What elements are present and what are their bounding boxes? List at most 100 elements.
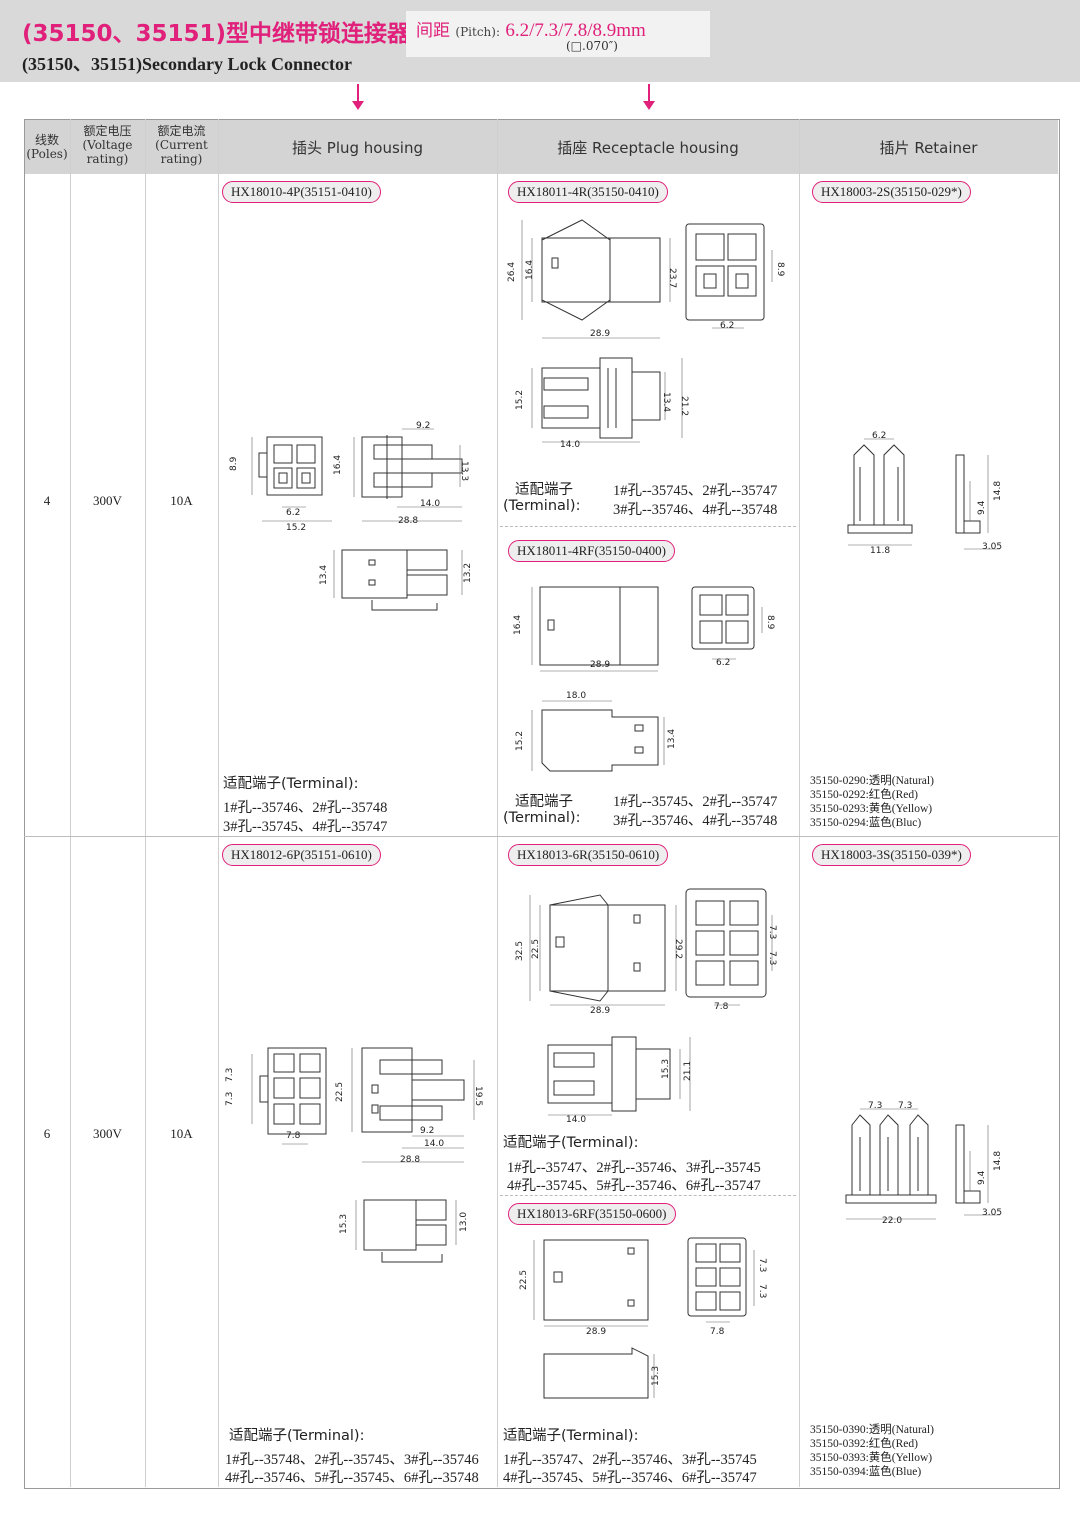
terminal-line: 3#孔--35746、4#孔--35748 bbox=[613, 502, 778, 518]
retainer-2s-drawing: 6.2 9.4 14.8 11.8 3.05 bbox=[847, 431, 1003, 556]
dim-label: 14.0 bbox=[424, 1139, 444, 1149]
terminal-line: 1#孔--35745、2#孔--35747 bbox=[613, 483, 778, 499]
terminal-subtitle: (Terminal): bbox=[503, 810, 581, 826]
terminal-line: 3#孔--35745、4#孔--35747 bbox=[223, 819, 388, 835]
plug-4p-drawing: 9.2 8.9 16.4 13.3 6.2 14.0 15.2 28.8 13.… bbox=[229, 421, 473, 611]
terminal-line: 1#孔--35748、2#孔--35745、3#孔--35746 bbox=[225, 1452, 479, 1468]
col-header-poles: 线数(Poles) bbox=[26, 133, 68, 161]
color-option: 35150-0293:黄色(Yellow) bbox=[810, 803, 933, 815]
terminal-line: 4#孔--35746、5#孔--35745、6#孔--35748 bbox=[225, 1470, 479, 1486]
color-option: 35150-0294:蓝色(Bluc) bbox=[810, 817, 922, 829]
dim-label: 7.3 bbox=[225, 1068, 235, 1082]
terminal-line: 1#孔--35745、2#孔--35747 bbox=[613, 794, 778, 810]
dim-label: 8.9 bbox=[765, 615, 775, 630]
dim-label: 13.4 bbox=[667, 729, 677, 749]
dim-label: 6.2 bbox=[720, 321, 734, 331]
part-number-badge: HX18012-6P(35151-0610) bbox=[222, 844, 381, 866]
col-divider bbox=[218, 119, 219, 1487]
part-number-badge: HX18013-6RF(35150-0600) bbox=[508, 1203, 676, 1225]
dim-label: 11.8 bbox=[870, 546, 890, 556]
arrow-receptacle bbox=[648, 84, 650, 102]
dashed-divider bbox=[500, 1195, 796, 1196]
pitch-sub-label: (Pitch): bbox=[455, 25, 500, 39]
title-chinese: (35150、35151)型中继带锁连接器 bbox=[22, 21, 411, 47]
row1-poles: 4 bbox=[43, 493, 51, 508]
dim-label: 3.05 bbox=[982, 542, 1002, 552]
receptacle-6r-drawing: 32.5 22.5 29.2 7.3 7.3 28.9 7.8 15.3 21.… bbox=[515, 888, 777, 1125]
dim-label: 15.3 bbox=[339, 1214, 349, 1234]
terminal-title: 适配端子 bbox=[515, 794, 573, 810]
dim-label: 14.8 bbox=[993, 1151, 1003, 1171]
dim-label: 19.5 bbox=[473, 1086, 483, 1106]
dim-label: 9.2 bbox=[416, 421, 430, 431]
dim-label: 15.2 bbox=[515, 390, 525, 410]
dim-label: 7.3 bbox=[868, 1101, 882, 1111]
terminal-line: 3#孔--35746、4#孔--35748 bbox=[613, 813, 778, 829]
terminal-line: 1#孔--35747、2#孔--35746、3#孔--35745 bbox=[503, 1452, 757, 1468]
dim-label: 14.8 bbox=[993, 481, 1003, 501]
dim-label: 9.4 bbox=[977, 1170, 987, 1185]
dim-label: 7.8 bbox=[710, 1327, 725, 1337]
pitch-inch: (□.070″) bbox=[566, 39, 618, 53]
terminal-title: 适配端子 bbox=[515, 482, 573, 498]
dim-label: 6.2 bbox=[716, 658, 730, 668]
dim-label: 7.3 bbox=[225, 1092, 235, 1106]
dim-label: 23.7 bbox=[667, 268, 677, 288]
receptacle-4rf-drawing: 16.4 8.9 28.9 6.2 18.0 15.2 13.4 bbox=[513, 586, 775, 772]
dim-label: 21.1 bbox=[683, 1061, 693, 1081]
dim-label: 7.8 bbox=[714, 1002, 729, 1012]
terminal-line: 4#孔--35745、5#孔--35746、6#孔--35747 bbox=[503, 1470, 757, 1486]
dim-label: 32.5 bbox=[515, 941, 525, 961]
part-number-badge: HX18011-4R(35150-0410) bbox=[508, 181, 668, 203]
dim-label: 13.2 bbox=[463, 563, 473, 583]
color-option: 35150-0393:黄色(Yellow) bbox=[810, 1452, 933, 1464]
col-header-plug: 插头 Plug housing bbox=[292, 139, 423, 157]
dim-label: 14.0 bbox=[560, 440, 580, 450]
dim-label: 7.3 bbox=[767, 925, 777, 939]
dim-label: 6.2 bbox=[286, 508, 300, 518]
dim-label: 28.8 bbox=[398, 516, 418, 526]
dim-label: 9.4 bbox=[977, 500, 987, 515]
dim-label: 14.0 bbox=[566, 1115, 586, 1125]
color-option: 35150-0292:红色(Red) bbox=[810, 789, 918, 801]
dim-label: 13.4 bbox=[661, 392, 671, 412]
dim-label: 13.4 bbox=[319, 565, 329, 585]
arrow-plug-head bbox=[352, 101, 364, 110]
arrow-receptacle-head bbox=[643, 101, 655, 110]
plug-6p-drawing: 7.3 7.3 22.5 19.5 7.8 9.2 14.0 28.8 15.3… bbox=[225, 1047, 483, 1263]
pitch-box: 间距 (Pitch): 6.2/7.3/7.8/8.9mm (□.070″) bbox=[406, 11, 710, 57]
part-number-badge: HX18010-4P(35151-0410) bbox=[222, 181, 381, 203]
col-header-receptacle: 插座 Receptacle housing bbox=[557, 139, 739, 157]
col-divider bbox=[145, 119, 146, 1487]
pitch-value: 6.2/7.3/7.8/8.9mm bbox=[505, 20, 646, 41]
dim-label: 21.2 bbox=[679, 396, 689, 416]
dim-label: 15.3 bbox=[661, 1059, 671, 1079]
color-option: 35150-0394:蓝色(Blue) bbox=[810, 1466, 922, 1478]
spec-table bbox=[24, 119, 1060, 1489]
dim-label: 28.9 bbox=[590, 660, 610, 670]
terminal-subtitle: (Terminal): bbox=[503, 498, 581, 514]
terminal-title: 适配端子(Terminal): bbox=[503, 1135, 639, 1151]
part-number-badge: HX18003-3S(35150-039*) bbox=[812, 844, 971, 866]
dim-label: 15.2 bbox=[286, 523, 306, 533]
dim-label: 16.4 bbox=[525, 260, 535, 280]
dashed-divider bbox=[500, 526, 796, 527]
dim-label: 22.0 bbox=[882, 1216, 902, 1226]
dim-label: 28.9 bbox=[586, 1327, 606, 1337]
dim-label: 22.5 bbox=[519, 1270, 529, 1290]
col-divider bbox=[799, 119, 800, 1487]
color-option: 35150-0392:红色(Red) bbox=[810, 1438, 918, 1450]
dim-label: 3.05 bbox=[982, 1208, 1002, 1218]
row1-voltage: 300V bbox=[93, 493, 122, 508]
dim-label: 13.0 bbox=[459, 1212, 469, 1232]
row2-voltage: 300V bbox=[93, 1126, 122, 1141]
dim-label: 28.8 bbox=[400, 1155, 420, 1165]
dim-label: 7.3 bbox=[757, 1258, 767, 1272]
row-divider bbox=[24, 836, 1058, 837]
col-divider bbox=[497, 119, 498, 1487]
dim-label: 15.3 bbox=[651, 1366, 661, 1386]
col-divider bbox=[70, 119, 71, 1487]
part-number-badge: HX18011-4RF(35150-0400) bbox=[508, 540, 676, 562]
dim-label: 22.5 bbox=[335, 1082, 345, 1102]
